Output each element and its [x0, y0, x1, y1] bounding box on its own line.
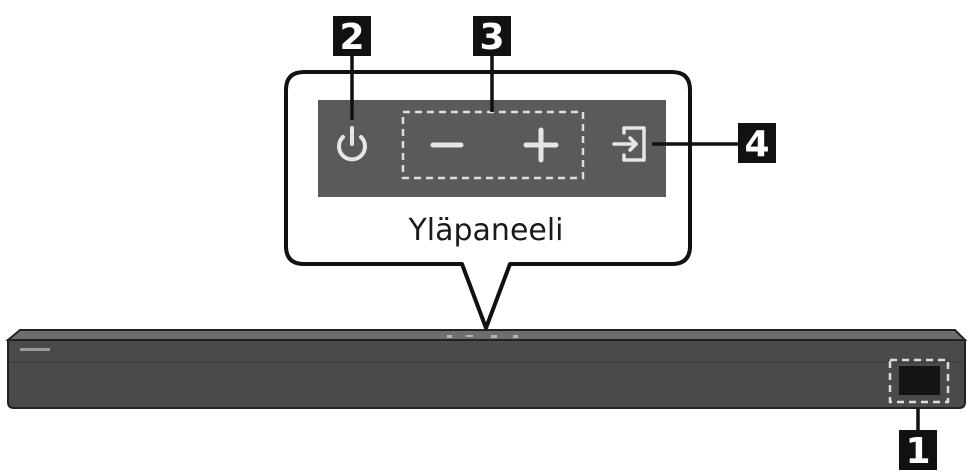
marker-2: 2 — [333, 16, 371, 58]
soundbar-top-controls — [447, 335, 518, 338]
input-source-icon — [612, 126, 646, 162]
marker-4-label: 4 — [744, 124, 769, 165]
display-window — [899, 366, 940, 395]
top-panel — [318, 100, 666, 197]
marker-3: 3 — [473, 16, 511, 58]
marker-1: 1 — [899, 430, 937, 472]
soundbar-body — [7, 339, 966, 409]
marker-2-label: 2 — [339, 17, 364, 58]
marker-4: 4 — [738, 123, 776, 165]
marker-1-label: 1 — [905, 431, 930, 472]
brand-logo — [20, 348, 50, 351]
soundbar-top-surface — [5, 329, 968, 341]
soundbar — [5, 329, 968, 409]
display-highlight — [888, 358, 950, 404]
marker-3-label: 3 — [479, 17, 504, 58]
panel-caption: Yläpaneeli — [407, 213, 563, 248]
plus-icon — [523, 127, 559, 163]
power-icon — [337, 126, 367, 162]
